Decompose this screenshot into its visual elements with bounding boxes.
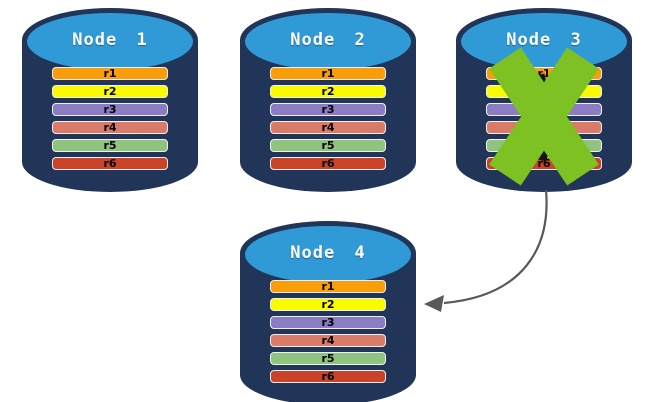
row-r1: r1 bbox=[270, 280, 386, 293]
node-4-label: Node 4 bbox=[290, 243, 366, 263]
node-1-cylinder-top-face bbox=[27, 13, 193, 70]
node-1-rows: r1 r2 r3 r4 r5 r6 bbox=[52, 67, 168, 170]
row-r6: r6 bbox=[270, 370, 386, 383]
row-r6: r6 bbox=[486, 157, 602, 170]
node-3-cylinder: Node 3 r1 r2 r3 r4 r5 r6 bbox=[456, 8, 632, 192]
row-r3: r3 bbox=[270, 316, 386, 329]
row-r1: r1 bbox=[270, 67, 386, 80]
row-r4: r4 bbox=[270, 121, 386, 134]
row-r4: r4 bbox=[52, 121, 168, 134]
node-2-cylinder: Node 2 r1 r2 r3 r4 r5 r6 bbox=[240, 8, 416, 192]
row-r2: r2 bbox=[52, 85, 168, 98]
node-1-label: Node 1 bbox=[72, 30, 148, 50]
row-r6: r6 bbox=[52, 157, 168, 170]
row-r3: r3 bbox=[270, 103, 386, 116]
node-2-label: Node 2 bbox=[290, 30, 366, 50]
node-4-cylinder: Node 4 r1 r2 r3 r4 r5 r6 bbox=[240, 221, 416, 402]
row-r1: r1 bbox=[52, 67, 168, 80]
failover-arrow-line bbox=[443, 189, 548, 305]
row-r4: r4 bbox=[270, 334, 386, 347]
row-r1: r1 bbox=[486, 67, 602, 80]
row-r2: r2 bbox=[270, 298, 386, 311]
row-r5: r5 bbox=[270, 352, 386, 365]
row-r3: r3 bbox=[486, 103, 602, 116]
node-4-cylinder-top-face bbox=[245, 226, 411, 283]
node-2-cylinder-top-face bbox=[245, 13, 411, 70]
row-r5: r5 bbox=[52, 139, 168, 152]
row-r6: r6 bbox=[270, 157, 386, 170]
node-2-rows: r1 r2 r3 r4 r5 r6 bbox=[270, 67, 386, 170]
node-3-rows: r1 r2 r3 r4 r5 r6 bbox=[486, 67, 602, 170]
row-r3: r3 bbox=[52, 103, 168, 116]
row-r5: r5 bbox=[270, 139, 386, 152]
node-1-cylinder: Node 1 r1 r2 r3 r4 r5 r6 bbox=[22, 8, 198, 192]
row-r2: r2 bbox=[270, 85, 386, 98]
failover-arrowhead bbox=[424, 295, 444, 312]
row-r2: r2 bbox=[486, 85, 602, 98]
node-4-rows: r1 r2 r3 r4 r5 r6 bbox=[270, 280, 386, 383]
row-r4: r4 bbox=[486, 121, 602, 134]
row-r5: r5 bbox=[486, 139, 602, 152]
node-3-label: Node 3 bbox=[506, 30, 582, 50]
